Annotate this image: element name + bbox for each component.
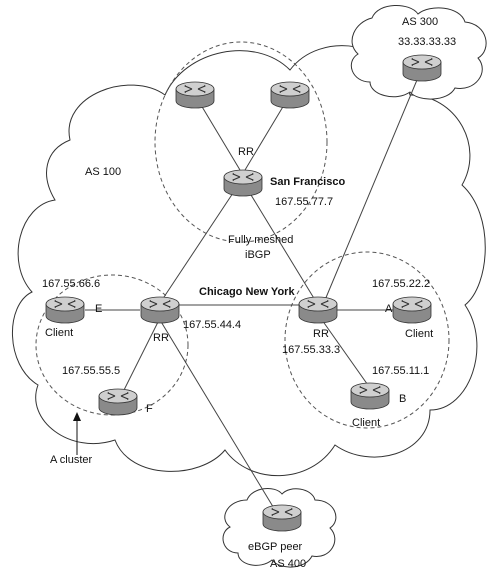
sf-cluster <box>154 41 328 243</box>
as400-label: AS 400 <box>270 558 306 570</box>
router-as400 <box>262 504 302 532</box>
link-sf-newyork <box>247 189 316 301</box>
chicago-rr-label: RR <box>153 332 169 344</box>
client-b-role: Client <box>352 417 380 429</box>
cluster-arrow-head <box>73 412 81 421</box>
as100-cloud <box>12 45 486 477</box>
sf-ip-label: 167.55.77.7 <box>275 196 333 208</box>
client-a-role: Client <box>405 328 433 340</box>
chicago-newyork-label: Chicago New York <box>199 286 295 298</box>
client-e-ip-label: 167.55.66.6 <box>42 278 100 290</box>
ebgp-peer-label: eBGP peer <box>248 541 303 553</box>
router-client-f <box>98 388 138 416</box>
newyork-ip-label: 167.55.33.3 <box>282 344 340 356</box>
client-a-letter: A <box>385 303 393 315</box>
as100-label: AS 100 <box>85 166 121 178</box>
client-e-role: Client <box>45 327 73 339</box>
client-b-letter: B <box>399 393 406 405</box>
client-f-ip-label: 167.55.55.5 <box>62 365 120 377</box>
router-client-e <box>45 296 85 324</box>
router-chicago <box>140 296 180 324</box>
fully-meshed-label: Fully meshed <box>228 234 293 246</box>
chicago-ip-label: 167.55.44.4 <box>183 319 241 331</box>
link-sf-chicago <box>161 189 236 301</box>
router-san-francisco <box>223 169 263 197</box>
router-sf-client-right <box>270 81 310 109</box>
router-client-b <box>350 382 390 410</box>
client-a-ip-label: 167.55.22.2 <box>372 278 430 290</box>
router-as300 <box>402 54 442 82</box>
sf-rr-label: RR <box>238 146 254 158</box>
sf-name-label: San Francisco <box>270 176 345 188</box>
newyork-cluster <box>284 251 450 429</box>
link-chicago-f <box>122 321 159 393</box>
as300-label: AS 300 <box>402 16 438 28</box>
client-e-letter: E <box>95 303 102 315</box>
cluster-label: A cluster <box>50 454 93 466</box>
client-b-ip-label: 167.55.11.1 <box>372 365 429 377</box>
router-client-a <box>392 296 432 324</box>
link-chicago-as400 <box>159 319 276 511</box>
client-f-letter: F <box>146 403 153 415</box>
as300-ip: 33.33.33.33 <box>398 36 456 48</box>
link-newyork-as300 <box>324 67 423 301</box>
link-newyork-b <box>321 319 371 389</box>
newyork-rr-label: RR <box>313 328 329 340</box>
router-sf-client-left <box>175 81 215 109</box>
as300-cloud <box>350 5 487 100</box>
router-new-york <box>298 296 338 324</box>
ibgp-label: iBGP <box>245 249 271 261</box>
